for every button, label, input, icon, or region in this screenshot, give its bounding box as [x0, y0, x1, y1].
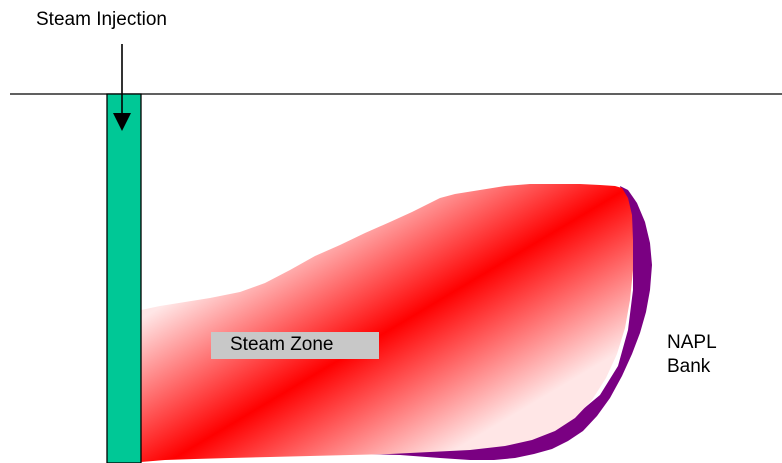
napl-bank-label-line1: NAPL — [667, 332, 717, 353]
steam-zone-label: Steam Zone — [211, 332, 379, 359]
napl-bank-label: NAPL Bank — [667, 331, 717, 379]
injection-well — [106, 93, 142, 463]
steam-injection-label: Steam Injection — [36, 9, 167, 30]
injection-arrow-head — [113, 113, 131, 131]
steam-zone — [141, 184, 633, 462]
napl-bank-label-line2: Bank — [667, 356, 711, 377]
